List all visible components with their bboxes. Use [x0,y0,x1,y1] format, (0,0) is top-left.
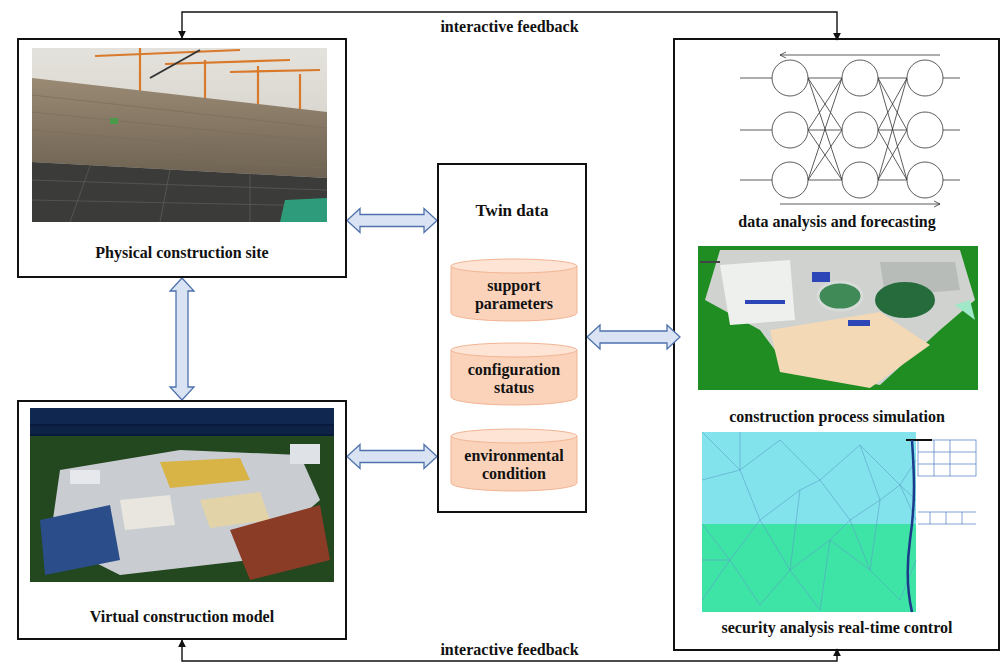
edge-label: interactive feedback [437,641,581,659]
block-arrow [347,445,437,469]
block-arrow [170,278,194,400]
data-label: configuration status [455,361,573,398]
node-caption: Virtual construction model [90,608,274,626]
system-box: Virtual construction model [17,400,347,640]
node-caption: construction process simulation [729,408,945,426]
virtual-model-screenshot [30,408,334,582]
data-cylinder: environmental condition [450,428,578,492]
data-cylinder: support parameters [450,258,578,322]
figure-panel: construction process simulation [680,242,994,432]
feedback-line [182,12,837,40]
block-arrow [347,209,437,233]
node-caption: Twin data [476,201,549,221]
feedback-line [182,640,837,661]
node-caption: Physical construction site [95,244,268,262]
data-label: environmental condition [455,447,573,484]
figure-panel: data analysis and forecasting [680,40,994,235]
site-photo [32,48,327,222]
fem-mesh-figure [702,432,978,612]
node-caption: security analysis real-time control [722,619,953,637]
simulation-figure [698,246,978,390]
edge-label: interactive feedback [437,18,581,36]
node-caption: data analysis and forecasting [738,213,936,231]
data-label: support parameters [455,277,573,314]
system-box: Physical construction site [17,38,347,278]
figure-panel: security analysis real-time control [680,430,994,649]
right-panel-outline [674,39,999,650]
system-box: Twin data support parameters configuration… [437,163,587,513]
block-arrow [587,325,680,349]
data-cylinder: configuration status [450,342,578,406]
neural-network-figure [740,52,960,207]
